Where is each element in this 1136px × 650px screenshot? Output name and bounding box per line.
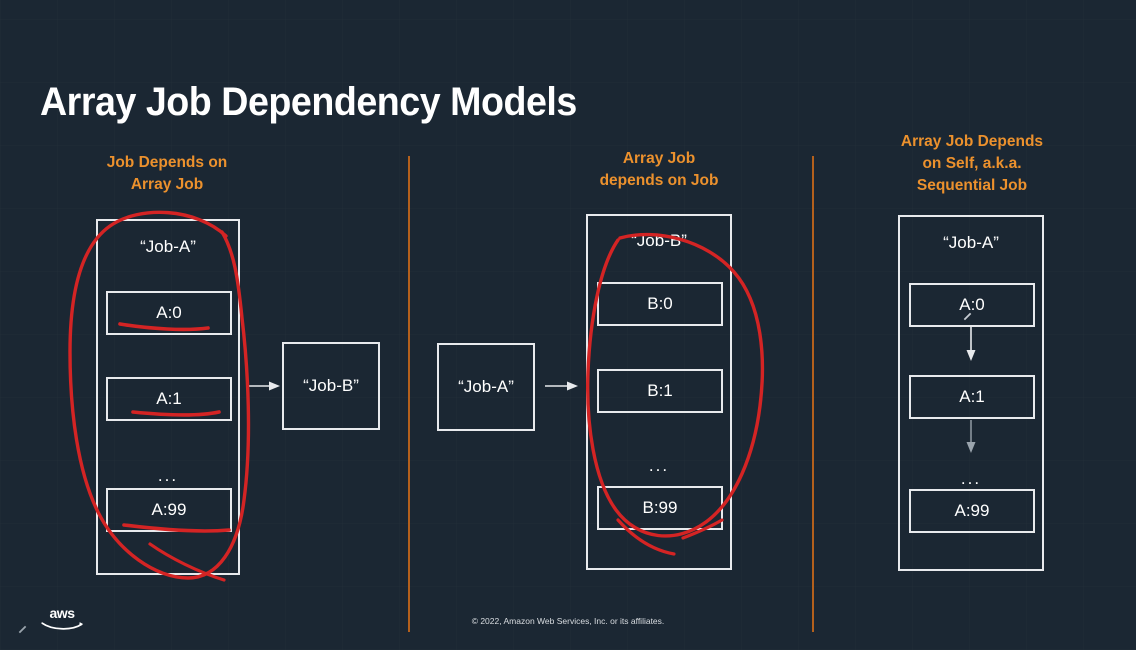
array-job-container-job-a[interactable]: “Job-A” A:0 A:1 ... A:99 [96, 219, 240, 575]
source-job-box-job-a[interactable]: “Job-A” [437, 343, 535, 431]
page-title: Array Job Dependency Models [40, 80, 577, 124]
pen-cursor-icon-footer [18, 625, 27, 634]
panel-heading-line-2: depends on Job [599, 172, 719, 189]
target-job-box-job-b[interactable]: “Job-B” [282, 342, 380, 430]
array-job-cell-b0[interactable]: B:0 [597, 282, 723, 326]
array-job-container-label: “Job-B” [631, 231, 687, 250]
array-job-cell-a1[interactable]: A:1 [106, 377, 232, 421]
arrow-right-icon-panel1 [249, 381, 280, 391]
panel-heading-line-1: Job Depends on [106, 154, 228, 171]
array-job-container-label: “Job-A” [140, 237, 196, 256]
panel-heading-array-job-depends-on-job: Array Job depends on Job [578, 148, 740, 192]
array-job-cell-a1[interactable]: A:1 [909, 375, 1035, 419]
panel-heading-line-2: Array Job [130, 176, 204, 193]
array-job-ellipsis: ... [157, 466, 179, 485]
array-job-cell-b99[interactable]: B:99 [597, 486, 723, 530]
panel-divider-right [812, 156, 814, 632]
array-job-cell-b1[interactable]: B:1 [597, 369, 723, 413]
array-job-ellipsis: ... [960, 469, 982, 488]
array-job-container-label: “Job-A” [943, 233, 999, 252]
panel-heading-array-job-depends-on-self: Array Job Depends on Self, a.k.a. Sequen… [884, 131, 1060, 197]
array-job-container-job-a-sequential[interactable]: “Job-A” A:0 A:1 ... A:99 [898, 215, 1044, 571]
array-job-container-job-b[interactable]: “Job-B” B:0 B:1 ... B:99 [586, 214, 732, 570]
array-job-ellipsis: ... [648, 456, 670, 475]
aws-logo: aws [41, 605, 83, 630]
arrow-right-icon-panel2 [545, 381, 578, 391]
svg-text:aws: aws [50, 605, 76, 621]
panel-divider-left [408, 156, 410, 632]
copyright-text: © 2022, Amazon Web Services, Inc. or its… [471, 616, 665, 626]
panel-heading-line-1: Array Job Depends [900, 133, 1044, 150]
panel-heading-line-1: Array Job [622, 150, 696, 167]
panel-heading-line-2: on Self, a.k.a. [922, 155, 1022, 172]
array-job-cell-a99[interactable]: A:99 [909, 489, 1035, 533]
array-job-cell-a0[interactable]: A:0 [106, 291, 232, 335]
panel-heading-job-depends-on-array-job: Job Depends on Array Job [86, 152, 248, 196]
array-job-cell-a0[interactable]: A:0 [909, 283, 1035, 327]
array-job-cell-a99[interactable]: A:99 [106, 488, 232, 532]
panel-heading-line-3: Sequential Job [916, 177, 1028, 194]
